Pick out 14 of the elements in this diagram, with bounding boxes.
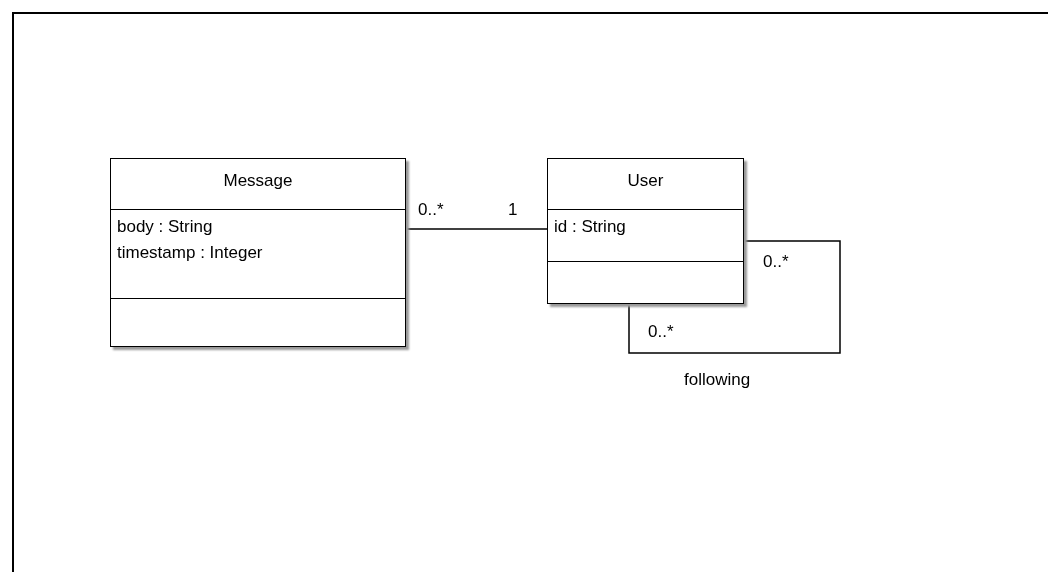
edge-label: following xyxy=(684,370,751,390)
multiplicity-label: 0..* xyxy=(648,322,674,342)
class-box xyxy=(110,158,406,347)
class-box xyxy=(547,158,744,304)
class-name: User xyxy=(626,171,665,191)
multiplicity-label: 0..* xyxy=(418,200,444,220)
association-line xyxy=(405,228,548,230)
class-name: Message xyxy=(222,171,294,191)
attribute-text: timestamp : Integer xyxy=(117,243,263,263)
association-line xyxy=(628,240,841,354)
attribute-text: id : String xyxy=(554,217,626,237)
attribute-text: body : String xyxy=(117,217,213,237)
multiplicity-label: 0..* xyxy=(763,252,789,272)
multiplicity-label: 1 xyxy=(508,200,518,220)
